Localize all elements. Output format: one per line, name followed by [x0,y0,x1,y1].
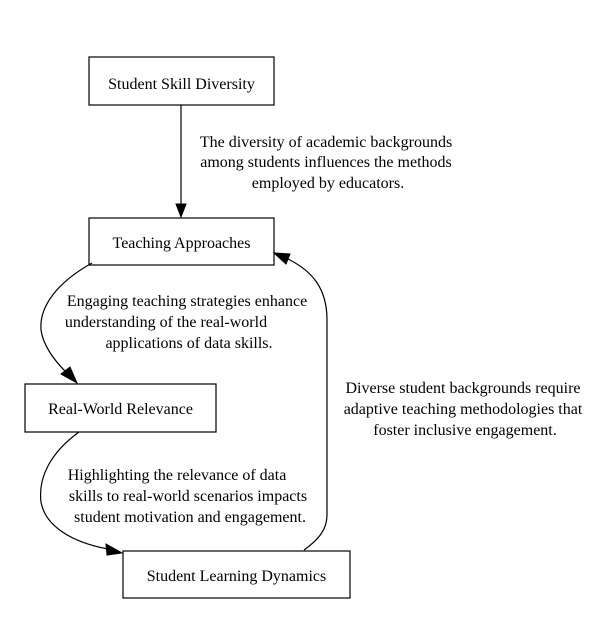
edge-relevance-to-dynamics-label: Highlighting the relevance of data skill… [68,467,311,526]
edge-diversity-to-teaching-label-line-1: The diversity of academic backgrounds [200,134,452,151]
edge-teaching-to-relevance-label-line-3: applications of data skills. [105,335,272,352]
edge-dynamics-to-teaching: Diverse student backgrounds require adap… [272,252,587,551]
node-real-world-relevance-box [24,383,217,433]
node-student-learning-dynamics-label: Student Learning Dynamics [147,568,327,585]
edge-dynamics-to-teaching-label-line-2: adaptive teaching methodologies that [344,401,583,418]
edge-diversity-to-teaching: The diversity of academic backgrounds am… [175,105,456,219]
edge-teaching-to-relevance-line [40,262,93,372]
node-real-world-relevance[interactable]: Real-World Relevance [24,383,217,433]
edge-teaching-to-relevance: Engaging teaching strategies enhance und… [40,262,311,385]
node-student-skill-diversity-box [88,56,275,106]
edge-dynamics-to-teaching-line [287,258,328,551]
node-real-world-relevance-label: Real-World Relevance [48,401,193,418]
edge-relevance-to-dynamics: Highlighting the relevance of data skill… [39,431,311,556]
node-student-skill-diversity-label: Student Skill Diversity [108,76,255,93]
edge-diversity-to-teaching-label-line-3: employed by educators. [252,175,404,192]
edge-teaching-to-relevance-label: Engaging teaching strategies enhance und… [65,293,311,352]
edge-diversity-to-teaching-label: The diversity of academic backgrounds am… [200,134,456,192]
node-teaching-approaches-label: Teaching Approaches [113,235,251,252]
edge-dynamics-to-teaching-label-line-1: Diverse student backgrounds require [345,380,580,397]
edge-dynamics-to-teaching-label-line-3: foster inclusive engagement. [373,422,557,439]
edge-teaching-to-relevance-label-line-2: understanding of the real-world [65,314,267,331]
node-student-skill-diversity[interactable]: Student Skill Diversity [88,56,275,106]
edge-relevance-to-dynamics-label-line-3: student motivation and engagement. [74,509,306,526]
edge-relevance-to-dynamics-label-line-1: Highlighting the relevance of data [68,467,287,484]
edge-relevance-to-dynamics-line [39,431,109,550]
edge-diversity-to-teaching-label-line-2: among students influences the methods [200,154,452,171]
edge-teaching-to-relevance-arrowhead [60,366,79,385]
node-student-learning-dynamics-box [122,550,351,599]
node-teaching-approaches-box [88,217,275,266]
edge-diversity-to-teaching-arrowhead [175,203,187,219]
edge-relevance-to-dynamics-label-line-2: skills to real-world scenarios impacts [69,488,307,505]
edge-relevance-to-dynamics-arrowhead [105,543,124,556]
edge-dynamics-to-teaching-arrowhead [272,252,291,265]
edge-teaching-to-relevance-label-line-1: Engaging teaching strategies enhance [67,293,307,310]
node-teaching-approaches[interactable]: Teaching Approaches [88,217,275,266]
node-student-learning-dynamics[interactable]: Student Learning Dynamics [122,550,351,599]
edge-dynamics-to-teaching-label: Diverse student backgrounds require adap… [344,380,587,439]
